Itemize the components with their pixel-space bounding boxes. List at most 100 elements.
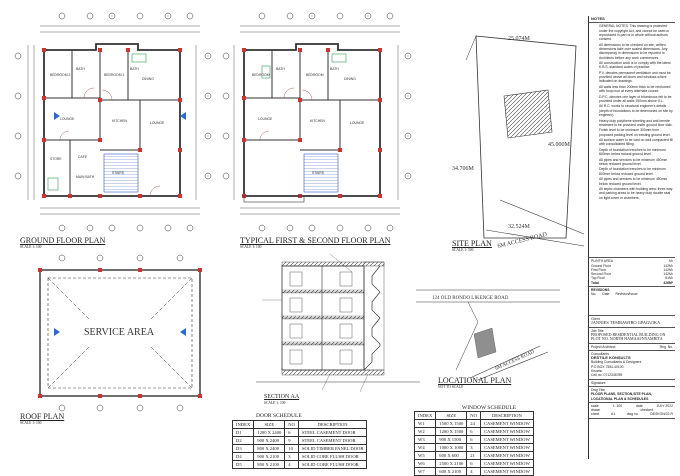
note-item: All septic chambers with building area: … bbox=[599, 187, 673, 200]
ground-floor-plan bbox=[14, 12, 212, 232]
plinth-value: 51M² bbox=[665, 276, 673, 281]
table-cell: 1200 X 1500 bbox=[435, 427, 468, 436]
dwg-title-label: Dwg Title bbox=[591, 387, 605, 392]
client-name: JANNIES TEMBAWIRO GPAGUIKA bbox=[591, 320, 661, 326]
table-cell: D5 bbox=[231, 460, 255, 469]
site-plan-scale: SCALE 1: 500 bbox=[452, 248, 474, 252]
gf-room-lounge-a: LOUNGE bbox=[150, 121, 165, 125]
tf-room-stairs: STAIRS bbox=[312, 171, 325, 175]
table-cell: CASEMENT WINDOW bbox=[479, 419, 534, 428]
table-cell: 3 bbox=[466, 443, 481, 452]
table-cell: 24 bbox=[466, 419, 481, 428]
table-cell: 6 bbox=[284, 428, 299, 437]
plinth-total-label: Total bbox=[591, 280, 599, 285]
project-architect-label: Project Architect bbox=[591, 344, 616, 349]
location-plan-title: LOCATIONAL PLAN bbox=[438, 376, 512, 385]
table-cell: 21 bbox=[466, 451, 481, 460]
checked-label: checked bbox=[640, 408, 653, 413]
plinth-value: 142M² bbox=[663, 267, 673, 272]
table-cell: W6 bbox=[413, 459, 437, 468]
table-cell: W1 bbox=[413, 419, 437, 428]
window-schedule-header: INDEX SIZE NO DESCRIPTION bbox=[413, 411, 534, 420]
dwg-no-value: DESKON/22-R bbox=[650, 412, 673, 417]
table-cell: CASEMENT WINDOW bbox=[479, 451, 534, 460]
typical-floor-plan-scale: SCALE 1: 100 bbox=[240, 245, 262, 249]
table-cell: 10 bbox=[284, 444, 299, 453]
note-item: Finish level to be minimum 300mm from pr… bbox=[599, 128, 671, 137]
door-col-no: NO bbox=[284, 420, 299, 429]
sheet-value: A1 bbox=[610, 412, 616, 417]
firm-line: Kisumu bbox=[591, 369, 603, 374]
gf-room-kitchen: KITCHEN bbox=[112, 119, 127, 123]
note-item: P.V. denotes permanent ventilation and m… bbox=[599, 70, 671, 84]
table-cell: 6 bbox=[466, 427, 481, 436]
scale-value: 1: 100 bbox=[612, 403, 623, 408]
location-main-road-label: 124 OLD RONDO LIKENGE ROAD bbox=[432, 296, 509, 301]
section-title: SECTION AA bbox=[264, 394, 300, 400]
plinth-label: First Floor bbox=[591, 267, 607, 272]
table-cell: 900 X 2400 bbox=[253, 436, 286, 445]
table-cell: STEEL CASEMENT DOOR bbox=[297, 428, 368, 437]
revisions-col-issue: Revision/Issue bbox=[615, 292, 638, 297]
job-title-block: Job Title PROPOSED RESIDENTIAL BUILDING … bbox=[589, 328, 675, 344]
table-cell: W4 bbox=[413, 443, 437, 452]
site-plan bbox=[465, 35, 585, 247]
signature-label: Signature bbox=[591, 380, 606, 385]
door-schedule-title: DOOR SCHEDULE bbox=[256, 413, 302, 419]
table-cell: 800 X 2100 bbox=[253, 460, 286, 469]
table-cell: 4 bbox=[466, 467, 481, 476]
dwg-title: FLOOR PLANS, SECTION,SITE PLAN, LOCATION… bbox=[591, 392, 652, 401]
table-cell: CASEMENT WINDOW bbox=[479, 443, 534, 452]
note-item: All R.C. works to structural engineer's … bbox=[599, 104, 673, 118]
table-cell: 800 X 2400 bbox=[253, 444, 286, 453]
typical-floor-room-labels: BEDROOM BEDROOM DINING LOUNGE LOUNGE KIT… bbox=[252, 67, 365, 175]
signature-block: Signature bbox=[589, 380, 675, 387]
ground-floor-plan-title: GROUND FLOOR PLAN bbox=[20, 236, 106, 245]
table-cell: 3 bbox=[284, 452, 299, 461]
note-item: All surface water to be cast on well com… bbox=[599, 138, 673, 147]
job-title-label: Job Title bbox=[591, 328, 604, 333]
tf-room-bath-b: BATH bbox=[330, 67, 339, 71]
scale-label: scale bbox=[591, 403, 599, 408]
gf-room-bedroom-1: BEDROOM 1 bbox=[104, 73, 124, 77]
firm-line: P.O BOX 7554-40100 bbox=[591, 364, 624, 369]
note-item: Heavy duty polythene sheeting and anti-t… bbox=[599, 118, 673, 127]
firm-line: Building Consultants & Designers bbox=[591, 360, 642, 365]
ground-floor-plan-scale: SCALE 1: 100 bbox=[20, 245, 42, 249]
table-cell: STEEL CASEMENT DOOR bbox=[297, 436, 368, 445]
note-item: All pipes and services to be minimum 450… bbox=[599, 177, 668, 186]
gf-room-stairs: STAIRS bbox=[112, 171, 125, 175]
window-col-index: INDEX bbox=[413, 411, 437, 420]
architect-block: Project Architect Reg. No. bbox=[589, 344, 675, 351]
drawn-label: drawn bbox=[591, 408, 601, 413]
plinth-row: First Floor 142M² bbox=[591, 268, 673, 272]
roof-plan-scale: SCALE 1: 100 bbox=[20, 421, 42, 425]
revisions-block: REVISIONS No. Date Revision/Issue bbox=[589, 287, 675, 317]
tf-room-lounge-a: LOUNGE bbox=[350, 121, 365, 125]
table-cell: W5 bbox=[413, 451, 437, 460]
table-cell: W3 bbox=[413, 435, 437, 444]
typical-floor-plan bbox=[222, 12, 412, 232]
firm-line: Cell no. 0712345789 bbox=[591, 373, 623, 378]
plinth-total: Total 426M² bbox=[591, 281, 673, 285]
location-access-road-label: 6M ACCESS ROAD bbox=[495, 350, 536, 372]
gf-room-main-bath: MAIN BATH bbox=[76, 175, 95, 179]
gf-room-store: STORE bbox=[50, 157, 62, 161]
table-cell: CASEMENT WINDOW bbox=[479, 427, 534, 436]
note-item: All construction work is to comply with … bbox=[599, 61, 671, 70]
consultants-label: Consultants bbox=[591, 351, 609, 356]
plinth-total-value: 426M² bbox=[663, 280, 673, 285]
notes-title: NOTES bbox=[589, 16, 675, 24]
plinth-value: 142M² bbox=[663, 263, 673, 268]
client-block: Client JANNIES TEMBAWIRO GPAGUIKA bbox=[589, 316, 675, 328]
door-col-description: DESCRIPTION bbox=[297, 420, 368, 429]
